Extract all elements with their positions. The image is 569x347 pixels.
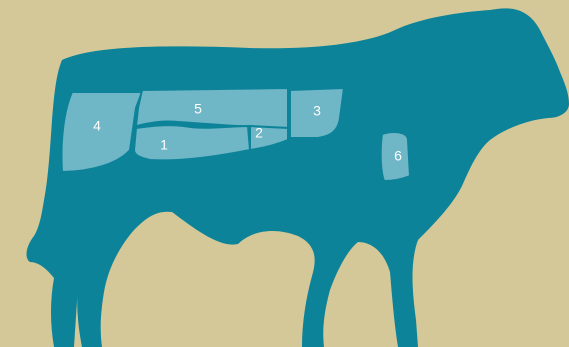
cut-3-label: 3 [313, 103, 321, 119]
cut-1-label: 1 [160, 137, 168, 153]
cut-5-region[interactable] [136, 88, 288, 128]
cut-4-label: 4 [93, 118, 101, 134]
cut-6-label: 6 [394, 148, 402, 164]
cut-5-label: 5 [194, 101, 202, 117]
cut-2-label: 2 [255, 125, 263, 141]
